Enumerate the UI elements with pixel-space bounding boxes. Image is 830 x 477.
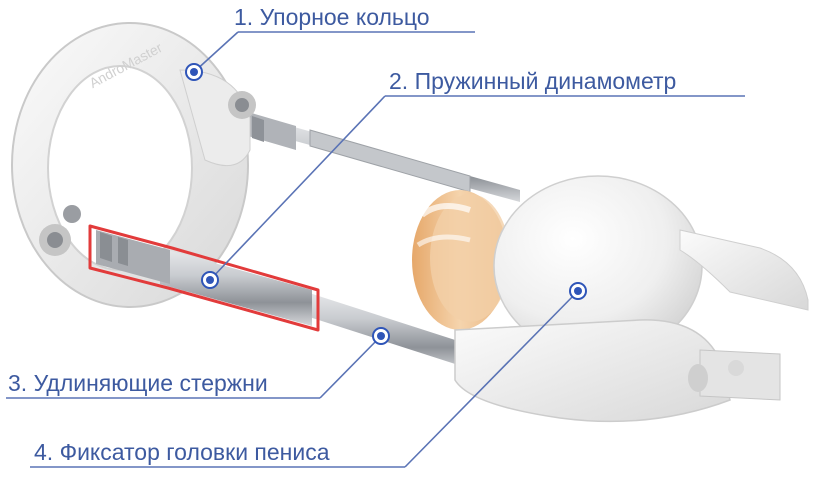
callout-3-text: Удлиняющие стержни	[34, 370, 268, 396]
callout-2-text: Пружинный динамометр	[415, 68, 677, 94]
callout-2-label: 2. Пружинный динамометр	[389, 70, 676, 93]
callout-1-label: 1. Упорное кольцо	[234, 6, 430, 29]
callout-4-number: 4.	[34, 439, 53, 465]
callout-4-label: 4. Фиксатор головки пениса	[34, 441, 330, 464]
callout-1-text: Упорное кольцо	[260, 4, 430, 30]
upper-spring-gauge	[248, 112, 296, 150]
callout-3-number: 3.	[8, 370, 27, 396]
callout-2-number: 2.	[389, 68, 408, 94]
callout-4-text: Фиксатор головки пениса	[60, 439, 330, 465]
glans-retainer	[455, 176, 808, 421]
upper-rod	[262, 118, 520, 202]
callout-1-number: 1.	[234, 4, 253, 30]
callout-3-label: 3. Удлиняющие стержни	[8, 372, 268, 395]
